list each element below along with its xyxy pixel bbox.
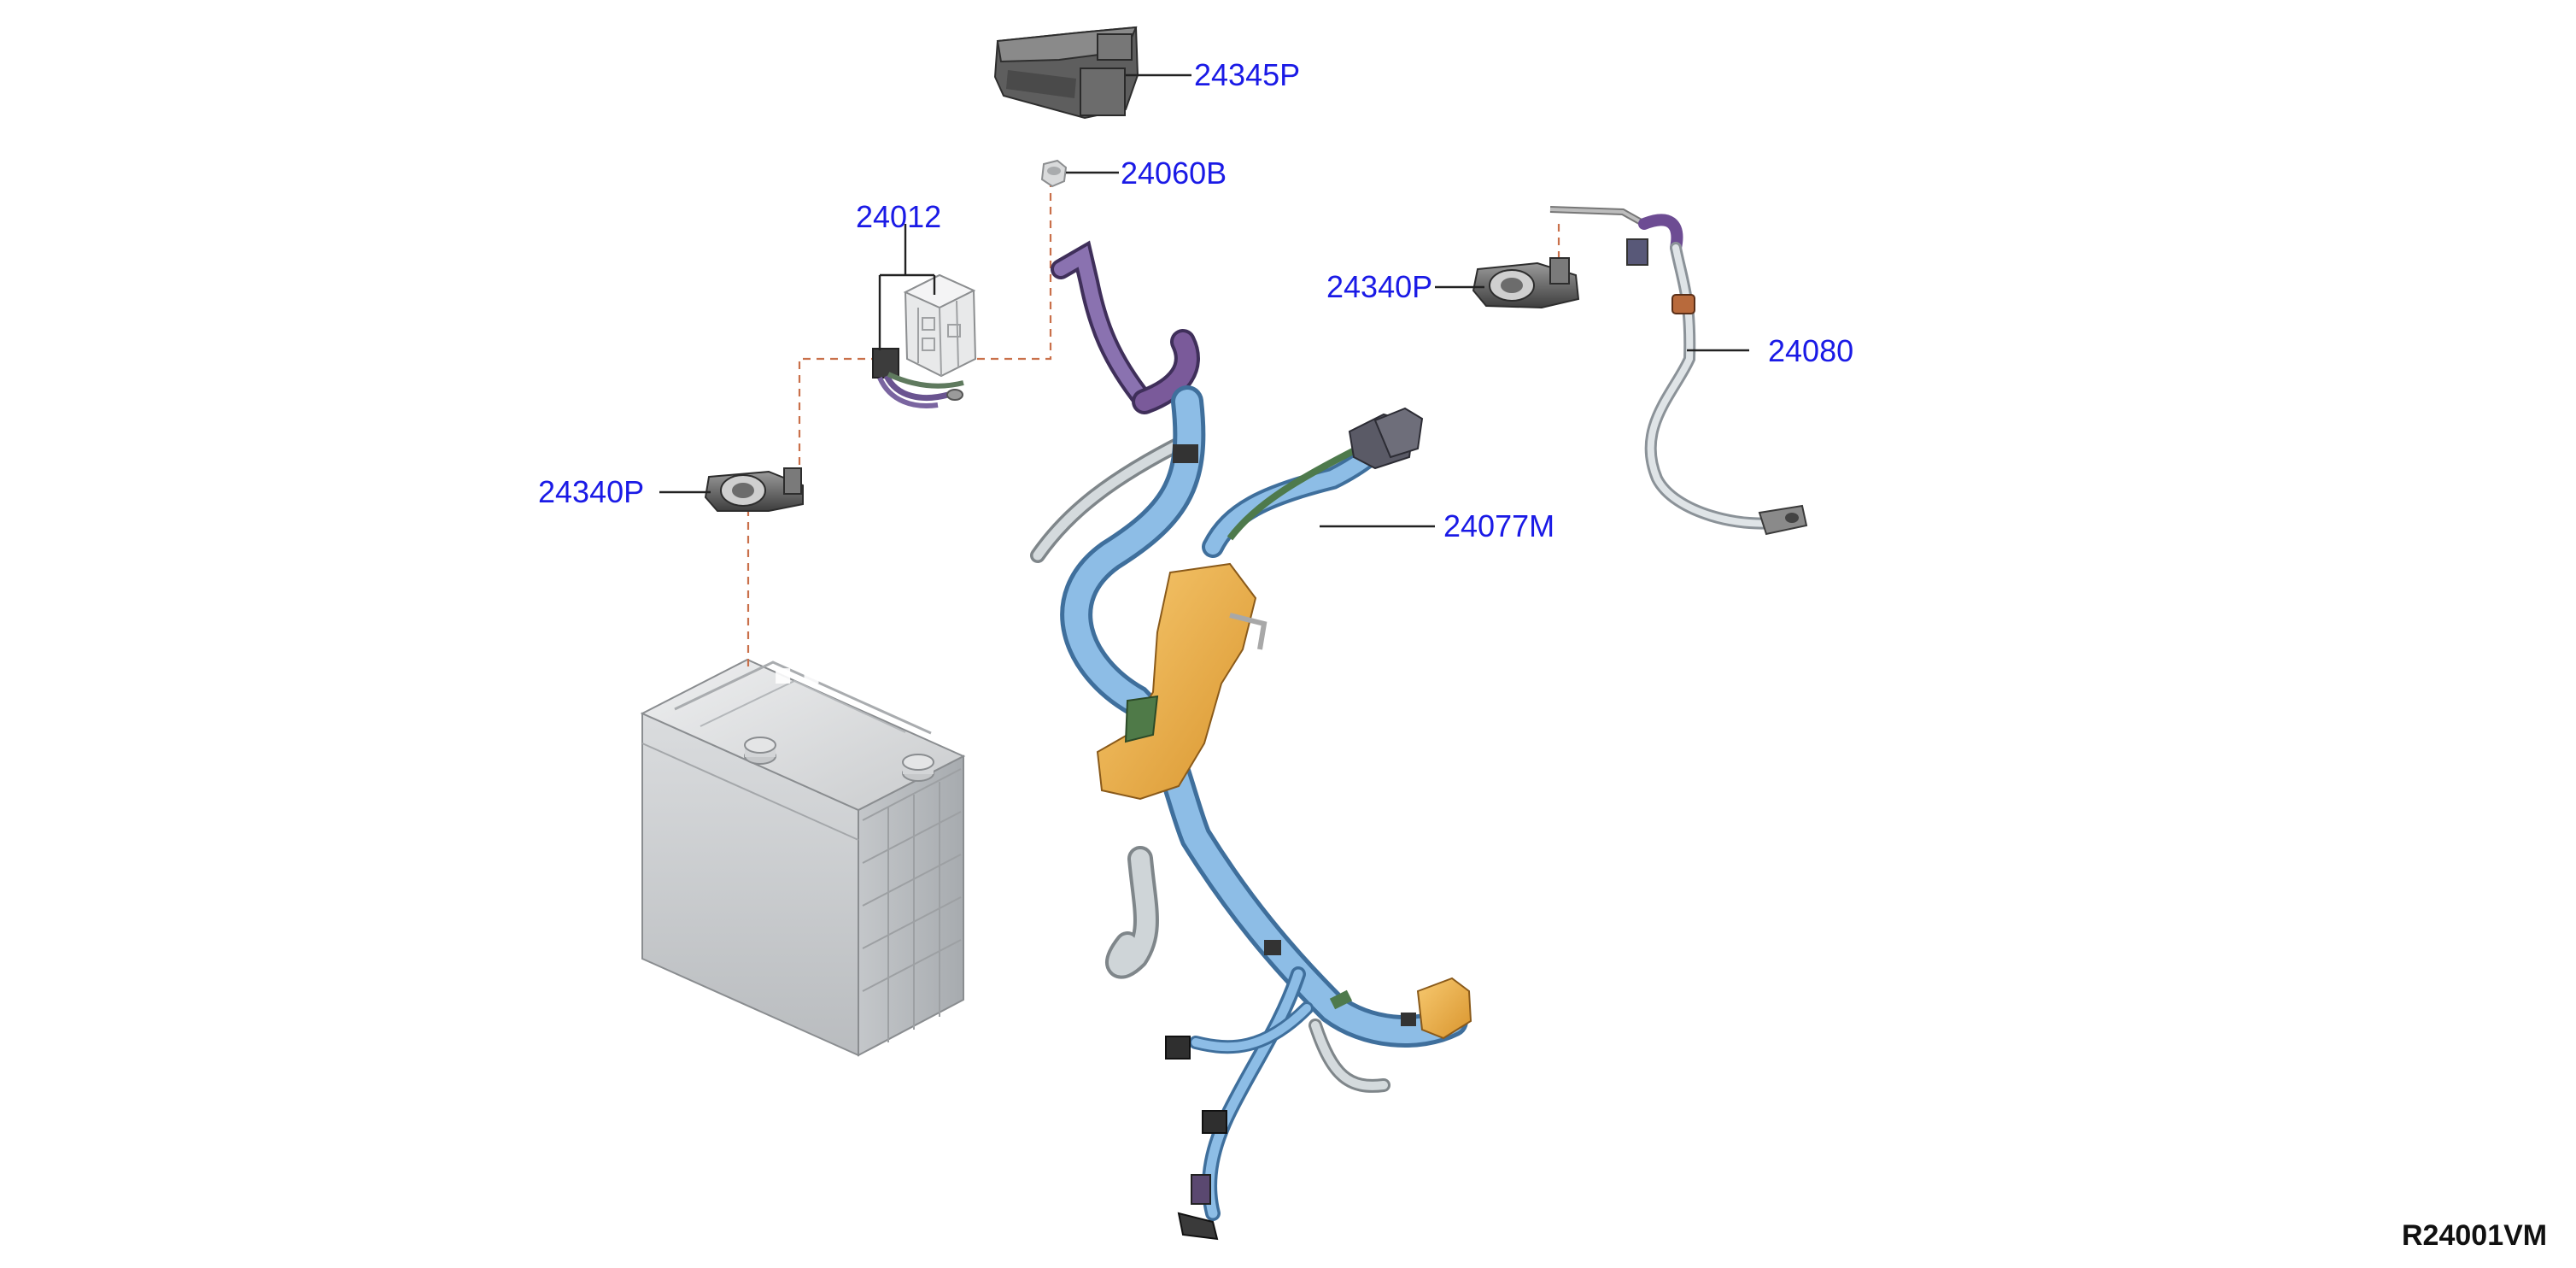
battery[interactable] [640, 658, 966, 1057]
ground-cable-24080[interactable] [1549, 206, 1808, 536]
callout-24340p-left[interactable]: 24340P [538, 474, 644, 509]
fusible-link-24012[interactable] [872, 273, 977, 408]
battery-terminal-post-left [744, 737, 776, 765]
harness-clip-b [1264, 940, 1281, 955]
harness-clip-c [1401, 1013, 1416, 1026]
watermark-text: .... [769, 591, 882, 706]
callout-labels: 24345P 24060B 24012 24340P 24080 24340P … [538, 57, 1853, 543]
connector-orange-right [1416, 977, 1472, 1040]
engine-room-harness-24077m[interactable] [1030, 240, 1472, 1241]
battery-terminal-24340p-right[interactable] [1472, 257, 1580, 309]
connector-black-a [1165, 1036, 1191, 1060]
harness-clip-a [1173, 444, 1198, 463]
battery-terminal-24340p-left[interactable] [704, 467, 804, 512]
diagram-id: R24001VM [2402, 1219, 2547, 1252]
callout-24077m[interactable]: 24077M [1443, 508, 1554, 543]
nut-24060b[interactable] [1040, 159, 1068, 188]
connector-block-upper [1348, 407, 1424, 470]
callout-24060b[interactable]: 24060B [1121, 156, 1227, 191]
callout-24012[interactable]: 24012 [856, 199, 941, 234]
connector-purple-c [1191, 1174, 1211, 1205]
connector-black-b [1202, 1110, 1227, 1134]
callout-24340p-right[interactable]: 24340P [1326, 269, 1432, 304]
callout-24345p[interactable]: 24345P [1194, 57, 1300, 92]
battery-terminal-post-right [902, 754, 934, 782]
callout-leaders [659, 73, 1749, 528]
terminal-cover-24345p[interactable] [993, 26, 1139, 120]
assembly-dashed-lines [746, 179, 1560, 666]
callout-24080[interactable]: 24080 [1768, 333, 1853, 368]
